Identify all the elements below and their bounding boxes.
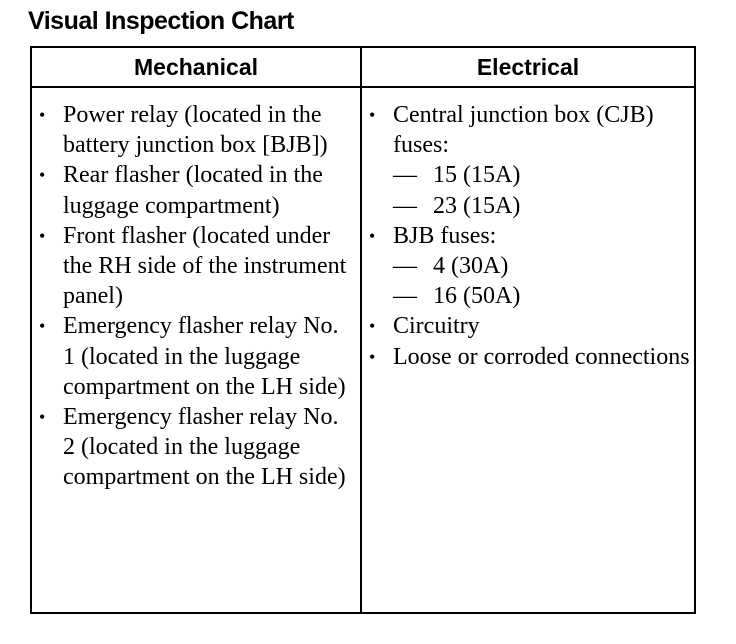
bullet-icon: • [39,165,46,186]
sub-item: — 4 (30A) [393,251,694,281]
visual-inspection-table: Mechanical Electrical • Power relay (loca… [30,46,696,614]
sub-item: — 23 (15A) [393,191,694,221]
mechanical-list: • Power relay (located in the battery jun… [32,88,360,493]
bullet-icon: • [369,105,376,125]
sub-item-text: 16 (50A) [433,283,521,310]
list-item: • Front flasher (located under the RH sid… [32,221,360,312]
list-item-text: Emergency flasher relay No. 1 (located i… [63,313,346,400]
electrical-header: Electrical [360,46,696,88]
mechanical-cell: • Power relay (located in the battery jun… [30,86,362,614]
list-item-text: Power relay (located in the battery junc… [63,102,328,159]
list-item: • Rear flasher (located in the luggage co… [32,160,360,220]
bullet-icon: • [39,105,46,125]
list-item-text: BJB fuses: [393,222,497,249]
sub-item: — 16 (50A) [393,281,694,311]
bullet-icon: • [39,225,46,246]
dash-icon: — [393,162,417,189]
list-item-text: Loose or corroded connections [393,343,690,370]
header-row: Mechanical Electrical [30,46,696,88]
sub-item-text: 15 (15A) [433,162,521,189]
sub-item-text: 4 (30A) [433,253,509,280]
sub-item: — 15 (15A) [393,160,694,190]
bullet-icon: • [39,316,46,337]
dash-icon: — [393,253,417,280]
list-item-text: Emergency flasher relay No. 2 (located i… [63,404,346,491]
electrical-list: • Central junction box (CJB) fuses: — 15 (1… [362,88,694,372]
list-item-text: Central junction box (CJB) fuses: [393,102,654,159]
list-item: • BJB fuses: — 4 (30A) — 16 (50A) [362,221,694,312]
list-item: • Power relay (located in the battery jun… [32,100,360,160]
dash-icon: — [393,192,417,219]
mechanical-header: Mechanical [30,46,362,88]
electrical-cell: • Central junction box (CJB) fuses: — 15 (1… [360,86,696,614]
bullet-icon: • [39,407,46,428]
dash-icon: — [393,283,417,310]
list-item: • Central junction box (CJB) fuses: — 15 (1… [362,100,694,221]
sub-item-text: 23 (15A) [433,192,521,219]
list-item: • Loose or corroded connections [362,342,694,372]
content-row: • Power relay (located in the battery jun… [30,86,696,614]
list-item: • Circuitry [362,311,694,341]
list-item-text: Rear flasher (located in the luggage com… [63,162,323,219]
bullet-icon: • [369,316,376,337]
bullet-icon: • [369,225,376,246]
list-item-text: Front flasher (located under the RH side… [63,222,347,310]
bullet-icon: • [369,346,376,367]
list-item: • Emergency flasher relay No. 2 (located … [32,402,360,493]
list-item-text: Circuitry [393,313,480,340]
list-item: • Emergency flasher relay No. 1 (located … [32,311,360,402]
page-title: Visual Inspection Chart [28,7,294,35]
